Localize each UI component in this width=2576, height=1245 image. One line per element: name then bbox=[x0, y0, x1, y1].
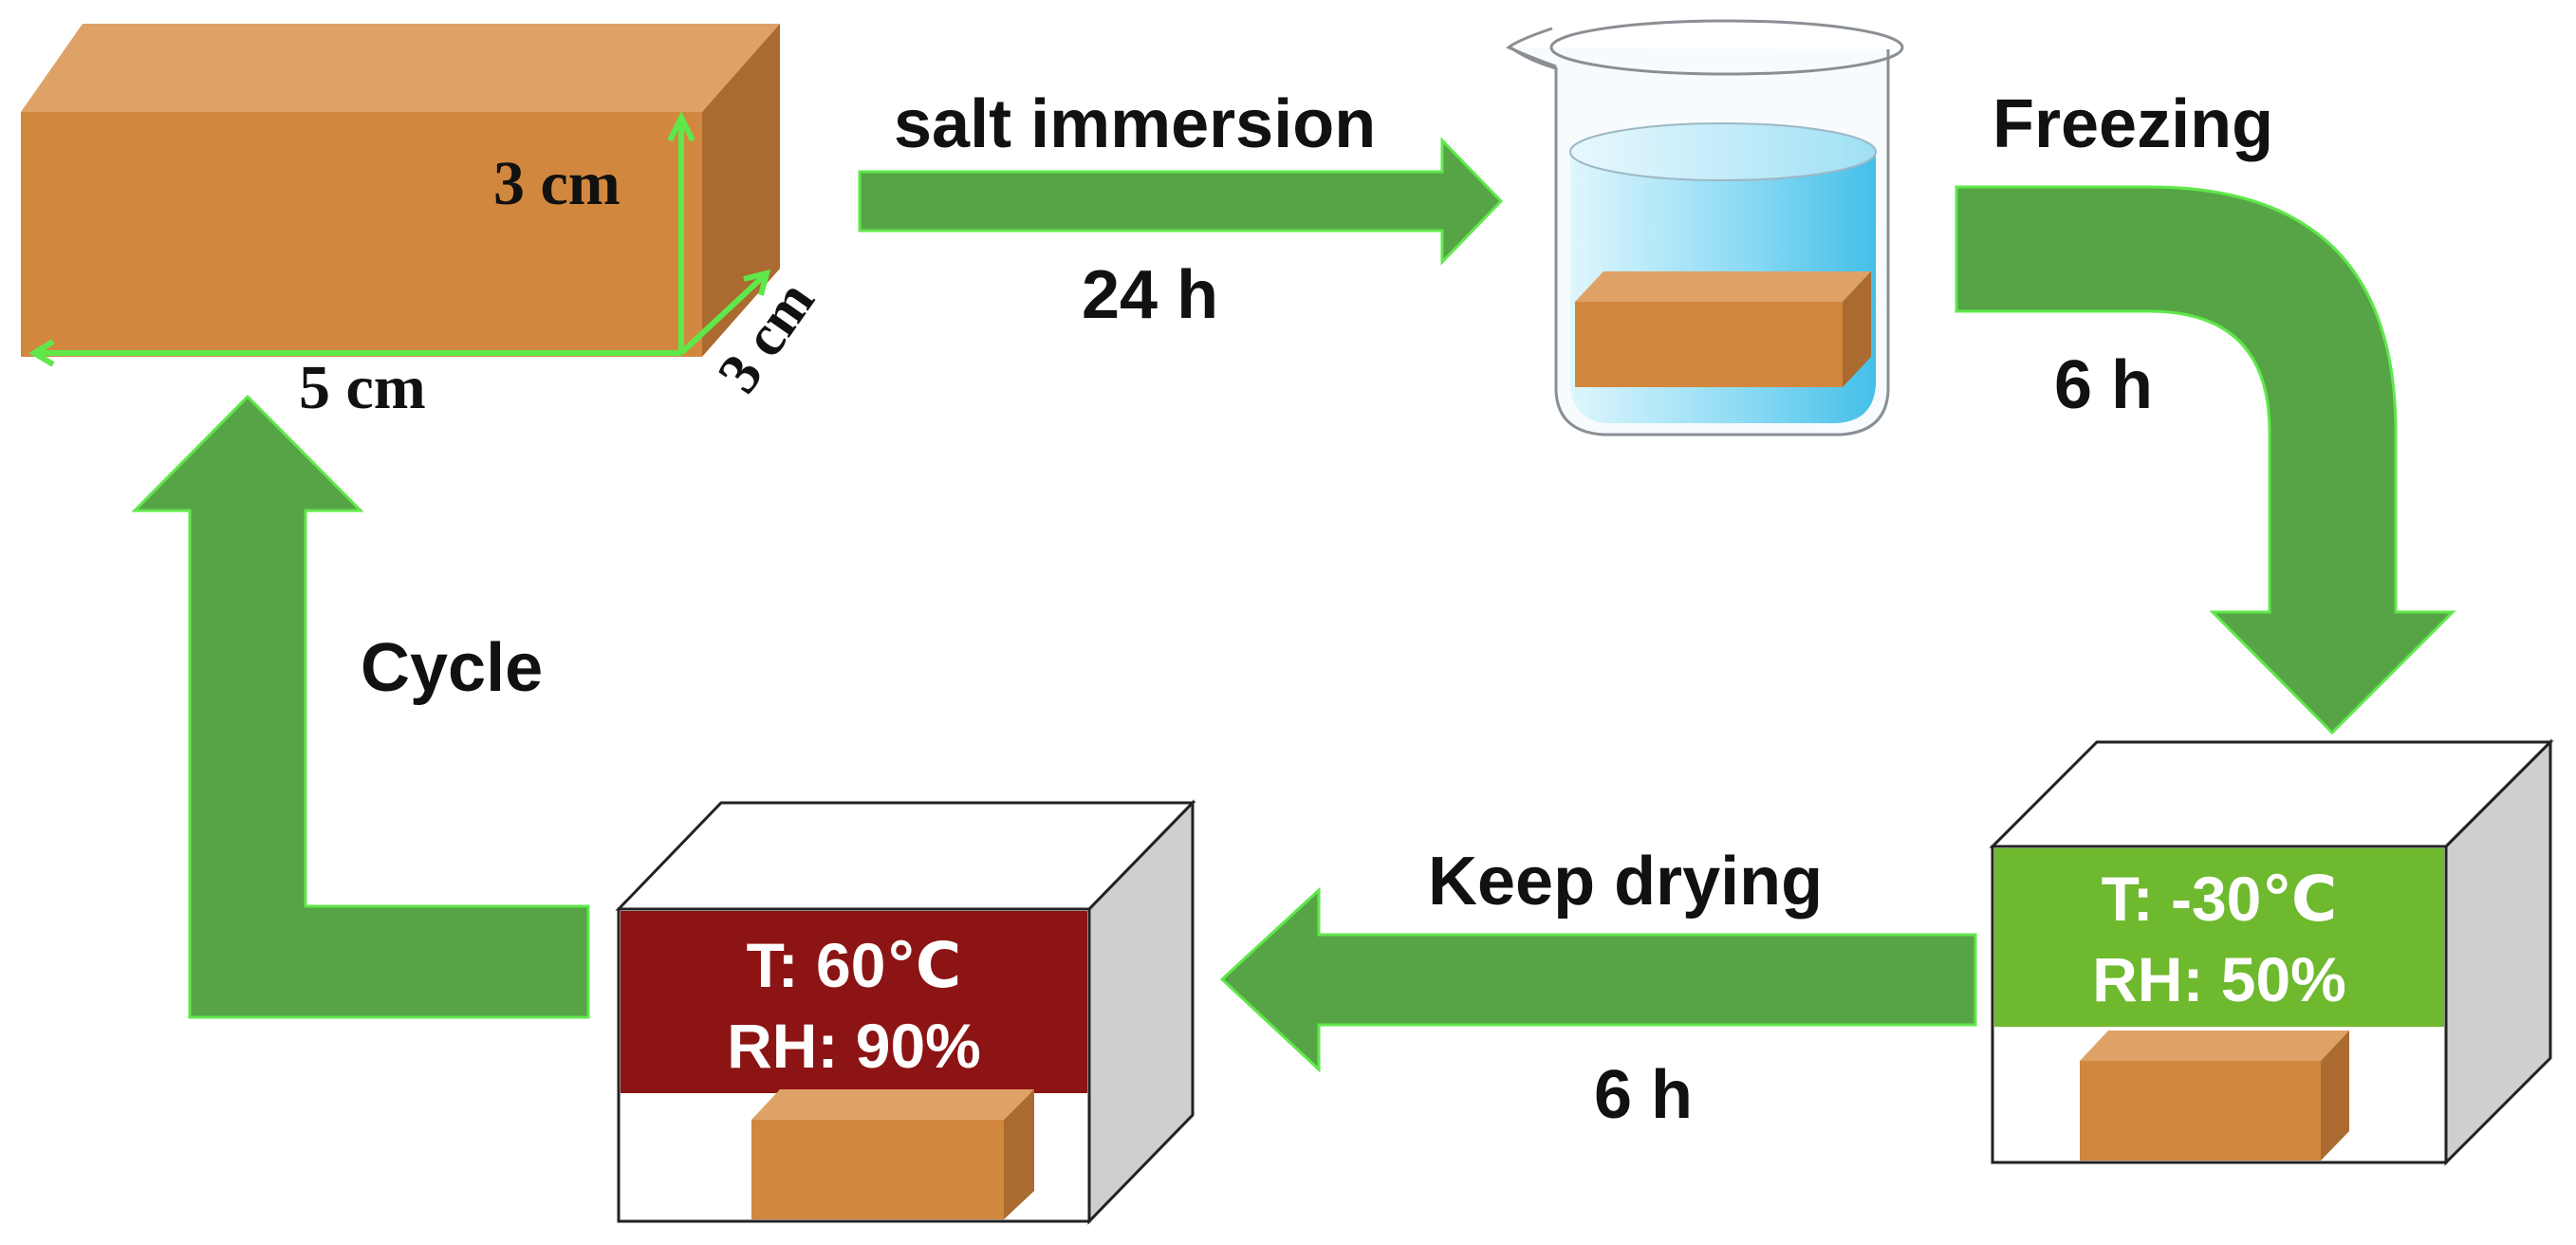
drying-label: Keep drying bbox=[1428, 844, 1823, 920]
depth-arrow-head bbox=[743, 269, 771, 296]
dimension-arrows bbox=[28, 111, 771, 367]
cold-block-side bbox=[2321, 1031, 2349, 1161]
cold-block-top bbox=[2080, 1031, 2349, 1061]
depth-dimension-line bbox=[678, 272, 768, 356]
specimen-front-face bbox=[21, 112, 702, 357]
drying-arrow bbox=[1219, 886, 1977, 1073]
freezing-label: Freezing bbox=[1992, 86, 2273, 162]
width-label: 5 cm bbox=[299, 353, 426, 422]
height-arrow-head bbox=[667, 111, 695, 142]
specimen-block bbox=[21, 24, 780, 357]
hot-block-side bbox=[1004, 1089, 1034, 1219]
hot-chamber: T: 60℃ RH: 90% bbox=[615, 799, 1196, 1225]
hot-block-front bbox=[751, 1120, 1004, 1219]
height-label: 3 cm bbox=[493, 149, 621, 218]
cold-block-front bbox=[2080, 1061, 2321, 1161]
hot-condition-panel bbox=[621, 911, 1087, 1093]
beaker-block-side bbox=[1843, 271, 1871, 387]
water-surface bbox=[1569, 122, 1877, 181]
hot-temperature: T: 60℃ bbox=[747, 930, 962, 1000]
beaker-spout bbox=[1506, 27, 1557, 68]
drying-duration: 6 h bbox=[1594, 1057, 1693, 1133]
hot-humidity: RH: 90% bbox=[727, 1011, 981, 1081]
cold-chamber: T: -30℃ RH: 50% bbox=[1989, 738, 2554, 1166]
hot-block-top bbox=[751, 1089, 1034, 1120]
freezing-duration: 6 h bbox=[2054, 347, 2153, 423]
cold-humidity: RH: 50% bbox=[2092, 944, 2346, 1014]
cold-condition-panel bbox=[1994, 848, 2444, 1027]
specimen-top-face bbox=[21, 24, 780, 112]
cold-temperature: T: -30℃ bbox=[2102, 864, 2338, 934]
beaker-with-specimen bbox=[1506, 19, 1904, 437]
cycle-label: Cycle bbox=[361, 630, 543, 706]
immersion-duration: 24 h bbox=[1082, 257, 1218, 333]
beaker-rim bbox=[1549, 19, 1904, 76]
immersion-label: salt immersion bbox=[894, 86, 1376, 162]
beaker-block-top bbox=[1575, 271, 1871, 302]
cycle-arrow bbox=[131, 394, 590, 1019]
immersion-arrow bbox=[858, 137, 1504, 266]
freezing-arrow bbox=[1955, 185, 2456, 735]
width-arrow-head bbox=[28, 339, 55, 367]
beaker-block-front bbox=[1575, 302, 1843, 387]
